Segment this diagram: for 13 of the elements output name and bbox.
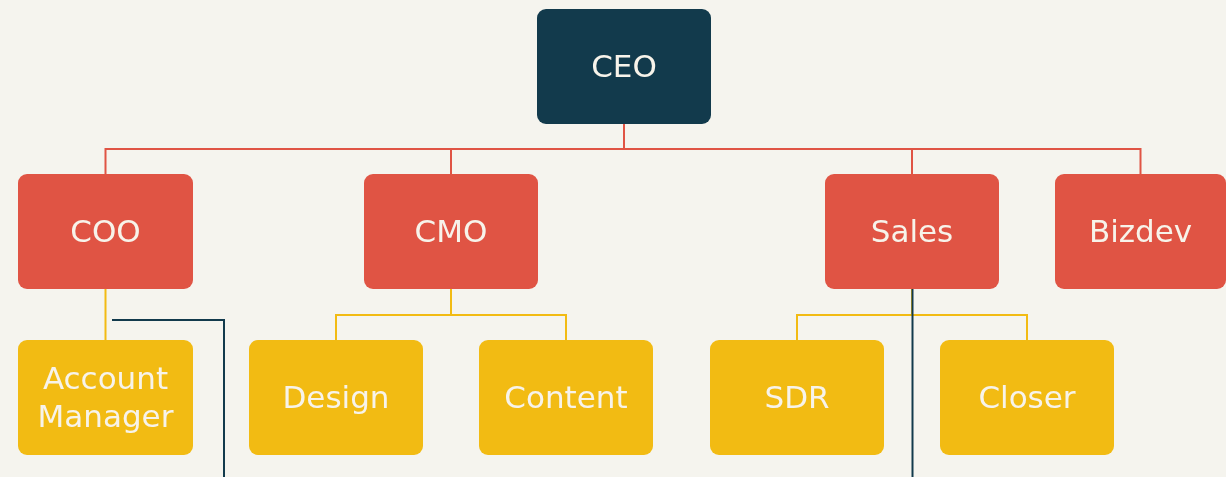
department-box: COO xyxy=(18,174,193,289)
connector-line xyxy=(911,288,914,477)
role-box: Content xyxy=(479,340,653,455)
role-box: SDR xyxy=(710,340,884,455)
role-box: Design xyxy=(249,340,423,455)
connector-line xyxy=(104,288,107,341)
department-box: Bizdev xyxy=(1055,174,1226,289)
department-box: Sales xyxy=(825,174,999,289)
department-box: CMO xyxy=(364,174,538,289)
role-box: Account Manager xyxy=(18,340,193,455)
connector-line xyxy=(450,288,567,341)
executive-box: CEO xyxy=(537,9,711,124)
role-box: Closer xyxy=(940,340,1114,455)
